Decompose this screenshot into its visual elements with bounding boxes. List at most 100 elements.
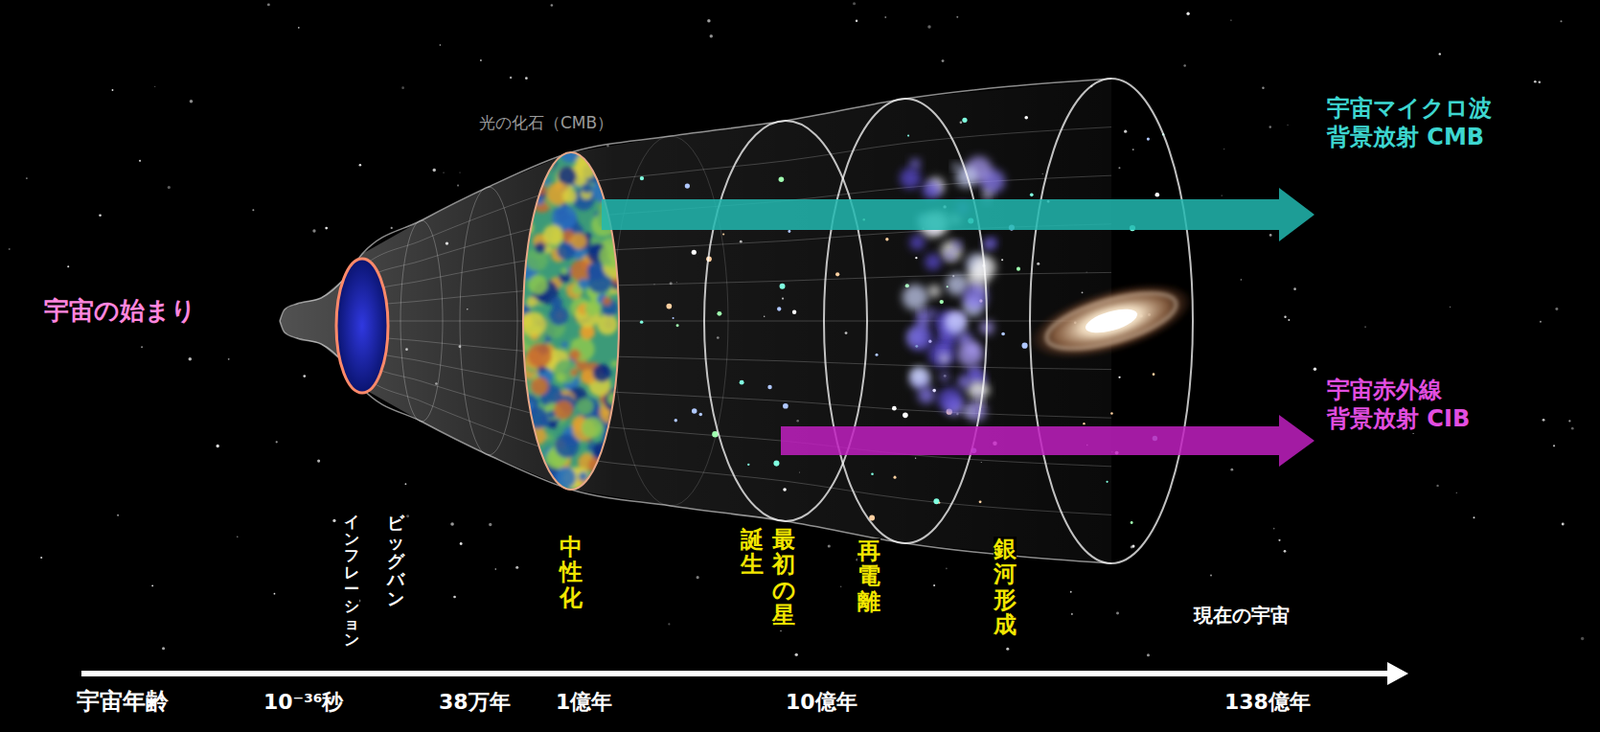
star-dot: [525, 76, 528, 80]
star-dot: [939, 299, 944, 304]
star-dot: [779, 283, 786, 290]
star-dot: [835, 272, 840, 276]
glow-spot: [909, 366, 931, 389]
cmb-spot: [527, 274, 549, 296]
grid-ring: [459, 186, 518, 456]
epoch-ring: [823, 98, 987, 544]
star-dot: [1118, 376, 1120, 379]
star-dot: [297, 26, 300, 29]
cmb-spot: [513, 156, 537, 180]
star-dot: [870, 472, 874, 476]
star-dot: [390, 227, 393, 229]
star-dot: [1293, 287, 1297, 291]
reionization-glow: [899, 156, 1006, 421]
cmb-spot: [532, 149, 557, 174]
star-dot: [1568, 419, 1571, 422]
star-dot: [739, 380, 745, 386]
glow-spot: [953, 241, 961, 250]
time-tick: 38万年: [438, 689, 511, 715]
glow-spot: [922, 181, 941, 200]
cmb-spot: [525, 467, 532, 475]
cmb-spot: [548, 419, 558, 429]
time-tick: 10億年: [785, 689, 858, 715]
star-dot: [401, 86, 405, 90]
cmb-spot: [587, 262, 606, 281]
glow-spot: [916, 319, 928, 330]
cmb-spot: [602, 296, 612, 305]
star-dot: [1539, 320, 1542, 323]
star-dot: [914, 256, 917, 259]
star-dot: [116, 514, 119, 517]
star-dot: [941, 59, 945, 63]
star-dot: [1210, 574, 1212, 577]
star-dot: [302, 374, 306, 378]
star-dot: [699, 412, 703, 416]
star-dot: [747, 463, 750, 466]
cmb-spot: [520, 186, 530, 197]
star-dot: [458, 172, 460, 174]
era-label: 誕生: [740, 526, 764, 578]
star-dot: [792, 310, 797, 315]
star-dot: [1110, 411, 1114, 415]
cmb-spot: [569, 348, 581, 361]
star-dot: [1278, 539, 1280, 542]
cmb-spot: [523, 413, 532, 423]
star-dot: [778, 176, 785, 183]
star-dot: [1286, 124, 1288, 126]
star-dot: [1131, 545, 1135, 549]
star-dot: [852, 1, 856, 5]
cmb-spot: [520, 170, 528, 179]
star-dot: [782, 403, 789, 410]
star-dot: [667, 622, 670, 625]
star-dot: [1580, 637, 1584, 640]
star-dot: [884, 16, 887, 19]
star-dot: [1283, 549, 1287, 553]
star-dot: [956, 16, 959, 19]
star-dot: [1439, 52, 1441, 55]
cmb-spot: [596, 314, 618, 336]
glow-spot: [928, 341, 956, 368]
cmb-spot: [530, 377, 549, 396]
star-dot: [1186, 12, 1189, 16]
star-dot: [1105, 480, 1108, 483]
star-dot: [927, 24, 931, 28]
star-dot: [228, 358, 230, 361]
timeline-axis: [81, 670, 1392, 677]
star-dot: [332, 519, 336, 523]
star-dot: [640, 320, 643, 323]
star-dot: [795, 653, 799, 657]
star-dot: [251, 208, 254, 211]
glow-spot: [939, 353, 950, 364]
star-dot: [433, 168, 436, 172]
star-dot: [665, 303, 672, 310]
cmb-spot: [593, 364, 612, 383]
cmb-spot: [561, 268, 569, 275]
star-dot: [1155, 192, 1161, 198]
cmb-spot: [571, 232, 588, 250]
star-dot: [674, 418, 678, 422]
star-dot: [312, 228, 316, 232]
star-dot: [405, 482, 408, 485]
timeline-head: [1387, 662, 1409, 686]
star-dot: [189, 99, 194, 104]
star-dot: [722, 232, 725, 235]
star-dot: [1230, 468, 1234, 472]
era-label: 銀河形成: [993, 536, 1017, 639]
star-dot: [515, 566, 519, 570]
star-dot: [188, 357, 193, 362]
star-dot: [787, 229, 791, 233]
cmb-spot: [536, 157, 544, 164]
star-dot: [457, 184, 459, 187]
glow-spot: [939, 372, 950, 383]
star-dot: [1364, 325, 1367, 328]
star-dot: [275, 440, 278, 443]
star-dot: [691, 408, 698, 414]
star-dot: [25, 177, 28, 180]
cmb-spot: [519, 314, 533, 328]
star-dot: [450, 522, 455, 526]
star-dot: [1146, 653, 1150, 657]
cmb-spot: [553, 400, 573, 420]
background-stars: [8, 1, 1585, 657]
